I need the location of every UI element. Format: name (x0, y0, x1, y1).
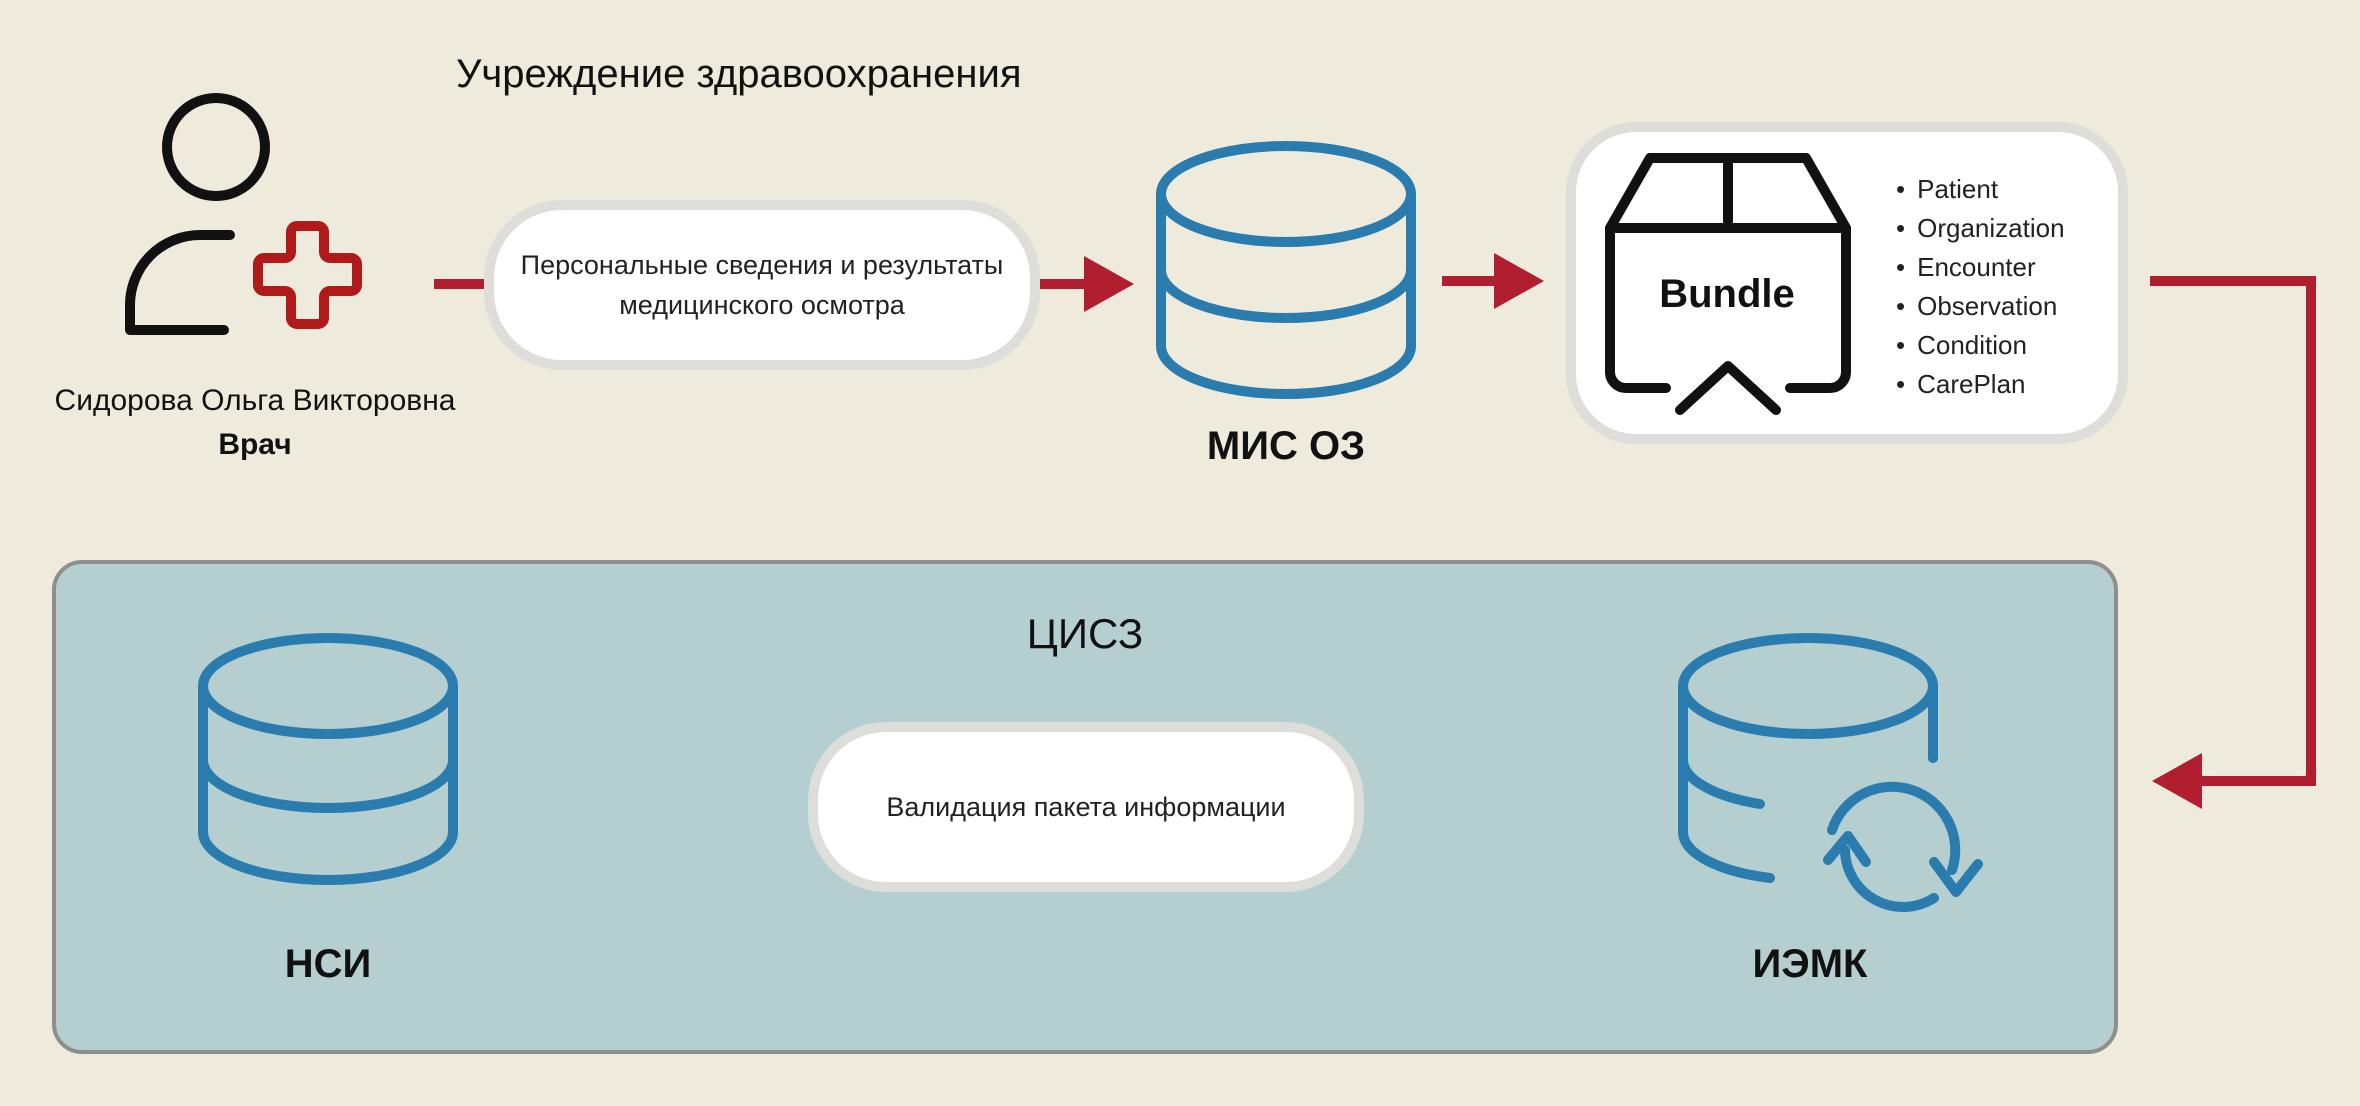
region-title: ЦИСЗ (1026, 610, 1144, 657)
step-validation: Валидация пакета информации (808, 722, 1364, 892)
list-item: Encounter (1896, 248, 2065, 287)
step-personal-data-label: Персональные сведения и результаты медиц… (520, 250, 1004, 320)
doctor-person-icon (125, 93, 362, 335)
list-item: Condition (1896, 326, 2065, 365)
arrowhead-to-mis (1084, 256, 1134, 312)
list-item: Patient (1896, 170, 2065, 209)
arrowhead-to-bundle (1494, 253, 1544, 309)
bundle-resource-list: Patient Organization Encounter Observati… (1896, 170, 2065, 404)
arrowhead-to-iemk (2152, 753, 2202, 809)
connector-bundle-to-iemk (2150, 276, 2316, 786)
medical-cross-icon (253, 221, 362, 329)
database-icon (1156, 141, 1416, 399)
list-item: CarePlan (1896, 365, 2065, 404)
step-validation-label: Валидация пакета информации (886, 791, 1286, 822)
database-icon (198, 633, 458, 885)
bundle-box-icon (1605, 153, 1851, 415)
person-role: Врач (218, 428, 292, 461)
database-sync-icon (1677, 633, 1983, 912)
mis-label: МИС ОЗ (1206, 424, 1366, 468)
step-personal-data: Персональные сведения и результаты медиц… (484, 200, 1040, 370)
iemk-label: ИЭМК (1752, 942, 1868, 986)
list-item: Observation (1896, 287, 2065, 326)
nsi-label: НСИ (284, 942, 372, 986)
person-name: Сидорова Ольга Викторовна (54, 384, 456, 417)
list-item: Organization (1896, 209, 2064, 248)
bundle-label: Bundle (1659, 272, 1795, 316)
institution-heading: Учреждение здравоохранения (456, 52, 1022, 96)
